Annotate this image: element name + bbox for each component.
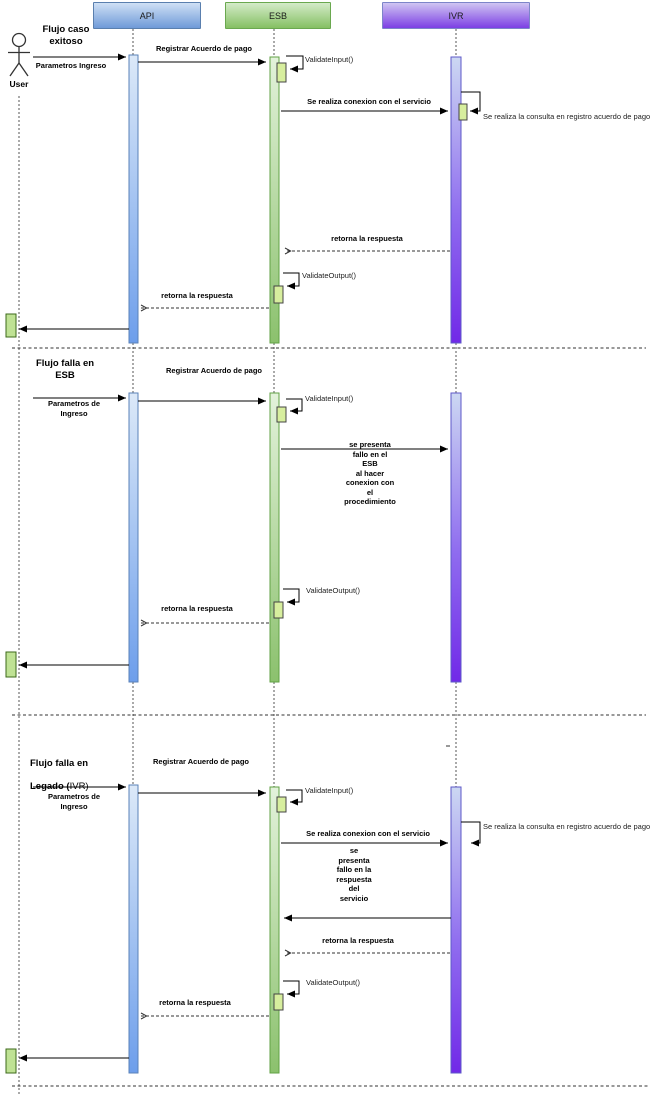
lifeline-header-esb: ESB	[225, 2, 331, 29]
flow1-msg-consulta: Se realiza la consulta en registro acuer…	[483, 112, 651, 121]
flow1-msg-validate-output: ValidateOutput()	[302, 271, 357, 280]
flow3-msg-parametros: Parametros de Ingreso	[47, 792, 101, 811]
flow1-msg-retorna-api: retorna la respuesta	[161, 291, 233, 300]
ivr-activation-bars	[450, 56, 462, 1074]
flow3-title-line2-regular: IVR)	[69, 780, 89, 792]
lifelines	[18, 29, 457, 1095]
flow1-title: Flujo caso exitoso	[42, 24, 90, 47]
flow1-msg-registrar: Registrar Acuerdo de pago	[156, 44, 252, 53]
flow3-msg-validate-input: ValidateInput()	[305, 786, 354, 795]
flow3-msg-conexion: Se realiza conexion con el servicio	[306, 829, 430, 838]
flow-separators	[12, 347, 650, 1087]
flow3-msg-validate-output: ValidateOutput()	[306, 978, 361, 987]
flow1-msg-conexion: Se realiza conexion con el servicio	[307, 97, 431, 106]
flow3-title: Flujo falla en Legado (IVR)	[30, 746, 89, 792]
esb-activation-bars	[269, 56, 280, 1074]
flow3-msg-consulta: Se realiza la consulta en registro acuer…	[483, 822, 651, 831]
flow2-msg-fallo: se presenta fallo en el ESB al hacer con…	[344, 440, 396, 506]
flow3-msg-registrar: Registrar Acuerdo de pago	[153, 757, 249, 766]
flow2-msg-retorna: retorna la respuesta	[161, 604, 233, 613]
flow2-title: Flujo falla en ESB	[35, 358, 95, 381]
stray-mark	[446, 745, 450, 747]
actor-figure	[8, 32, 30, 77]
lifeline-header-api: API	[93, 2, 201, 29]
solid-message-arrows	[19, 53, 481, 1062]
flow3-title-line2-bold: Legado (	[30, 780, 70, 792]
flow3-msg-retorna-api: retorna la respuesta	[159, 998, 231, 1007]
actor-label: User	[9, 79, 29, 89]
flow3-title-line1: Flujo falla en	[30, 757, 89, 769]
user-activation-boxes	[5, 313, 17, 1074]
dashed-return-arrows	[141, 251, 450, 1016]
flow2-msg-validate-input: ValidateInput()	[305, 394, 354, 403]
nested-activation-boxes	[273, 62, 468, 1011]
flow2-msg-validate-output: ValidateOutput()	[306, 586, 361, 595]
flow2-msg-registrar: Registrar Acuerdo de pago	[166, 366, 262, 375]
flow1-msg-parametros: Parametros Ingreso	[35, 61, 107, 70]
lifeline-header-ivr: IVR	[382, 2, 530, 29]
flow3-msg-retorna-ivr: retorna la respuesta	[322, 936, 394, 945]
flow2-msg-parametros: Parametros de Ingreso	[47, 399, 101, 418]
flow1-msg-retorna-ivr: retorna la respuesta	[331, 234, 403, 243]
api-activation-bars	[128, 54, 139, 1074]
flow3-msg-fallo: se presenta fallo en la respuesta del se…	[336, 846, 372, 903]
flow1-msg-validate-input: ValidateInput()	[305, 55, 354, 64]
